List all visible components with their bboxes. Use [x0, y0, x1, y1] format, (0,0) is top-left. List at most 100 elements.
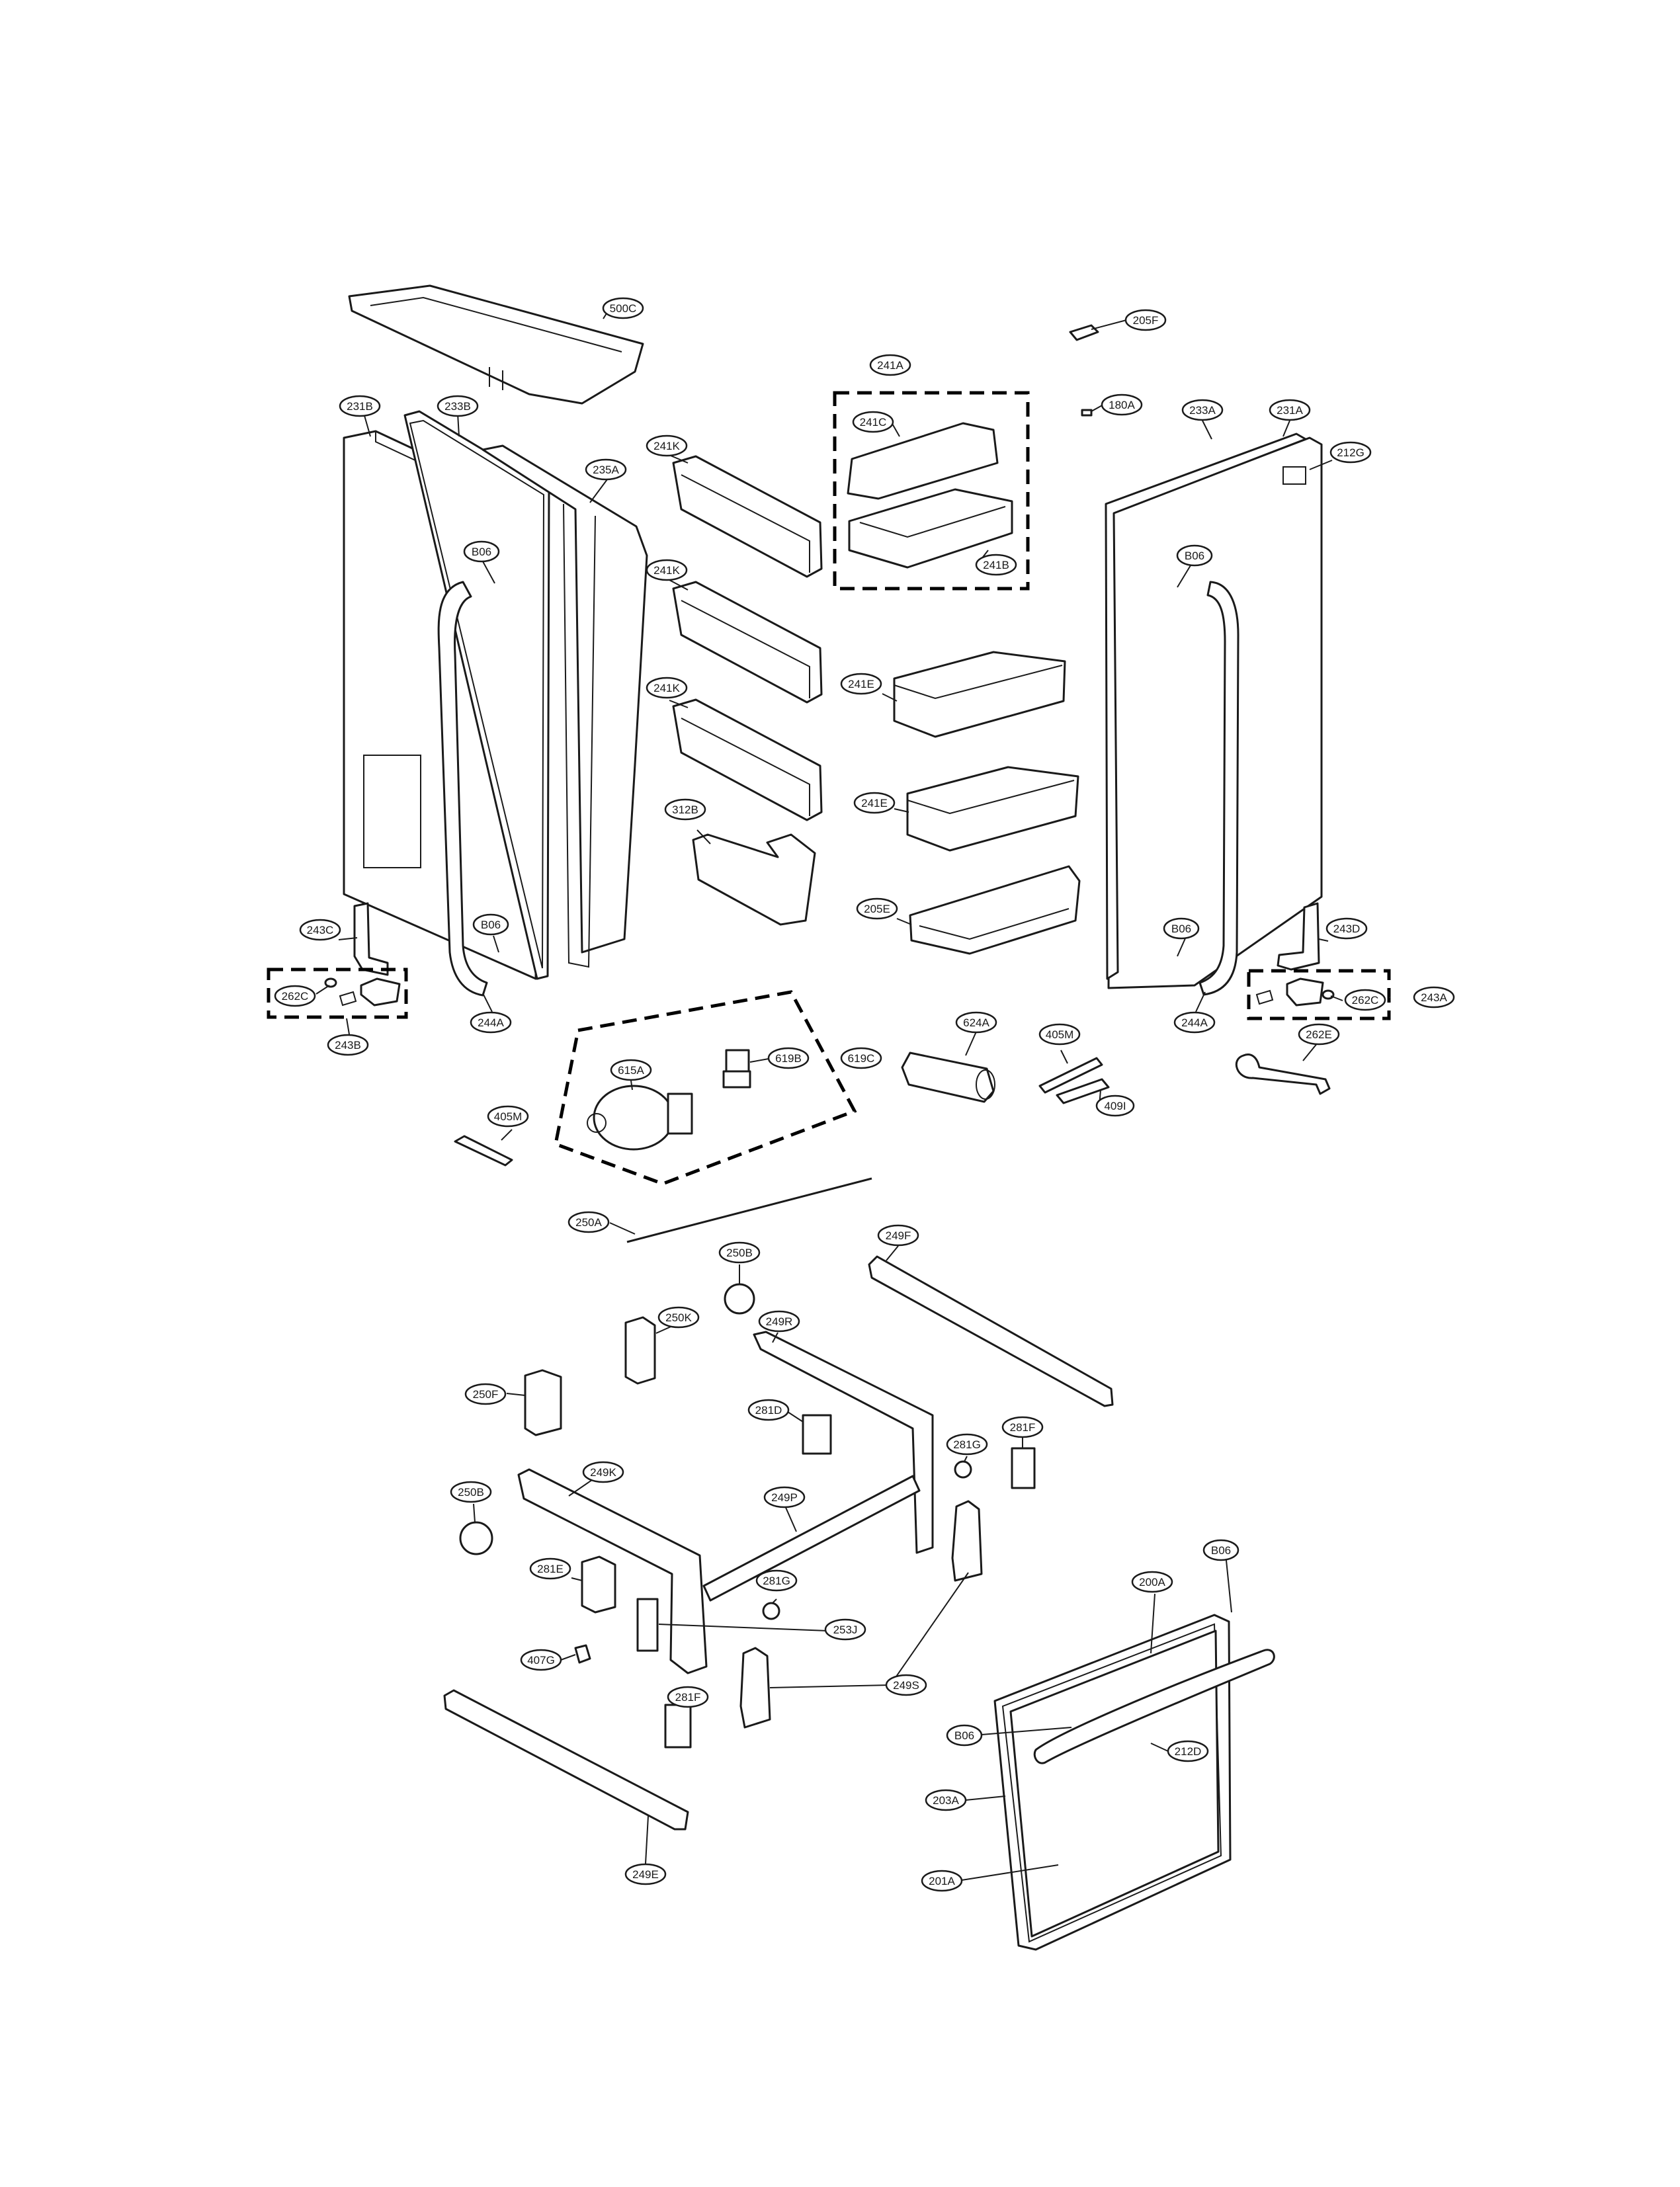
- part-253j-latch: [636, 1598, 659, 1652]
- callout-243d: 243D: [1325, 917, 1368, 940]
- svg-text:249R: 249R: [766, 1315, 793, 1328]
- svg-text:B06: B06: [481, 919, 501, 931]
- callout-250a: 250A: [567, 1211, 610, 1233]
- part-249k-frame: [517, 1468, 708, 1674]
- svg-text:281F: 281F: [675, 1691, 701, 1704]
- svg-text:249F: 249F: [886, 1229, 911, 1242]
- part-281g-cap-right: [954, 1460, 972, 1479]
- callout-249f: 249F: [877, 1224, 919, 1247]
- part-231a-right-door: [1107, 436, 1323, 989]
- part-249s-hinge-right: [951, 1500, 983, 1582]
- svg-text:243B: 243B: [335, 1039, 361, 1052]
- part-281e-block: [581, 1555, 616, 1614]
- svg-text:180A: 180A: [1109, 399, 1135, 411]
- callout-b06-2: B06: [1176, 544, 1213, 567]
- svg-text:241E: 241E: [861, 797, 888, 809]
- callout-407g: 407G: [520, 1649, 562, 1671]
- svg-text:212G: 212G: [1337, 446, 1365, 459]
- part-205f: [1069, 324, 1099, 341]
- svg-text:B06: B06: [1211, 1544, 1231, 1557]
- callout-262e: 262E: [1298, 1023, 1340, 1046]
- svg-text:250B: 250B: [726, 1247, 753, 1259]
- svg-text:243A: 243A: [1421, 991, 1447, 1004]
- svg-text:249E: 249E: [632, 1868, 659, 1881]
- svg-text:312B: 312B: [672, 804, 698, 816]
- callout-249s: 249S: [885, 1674, 927, 1696]
- part-281d-block: [802, 1414, 832, 1455]
- part-241c-bin-cover: [847, 422, 999, 500]
- part-241k-door-bin-3: [672, 698, 823, 821]
- callout-249e: 249E: [624, 1863, 667, 1885]
- callout-312b: 312B: [664, 798, 706, 821]
- part-262e-wrench: [1235, 1053, 1331, 1095]
- svg-text:241B: 241B: [983, 559, 1009, 571]
- callout-250f: 250F: [464, 1383, 507, 1405]
- svg-text:244A: 244A: [478, 1016, 504, 1029]
- svg-text:231A: 231A: [1277, 404, 1303, 417]
- part-212d-drawer-handle: [1033, 1649, 1275, 1764]
- part-243b-shim: [339, 991, 357, 1007]
- part-250b-gear-top: [724, 1283, 755, 1315]
- callout-281d: 281D: [747, 1399, 790, 1421]
- group-241a-box: [833, 391, 1030, 591]
- part-233b-left-gasket: [403, 410, 550, 980]
- part-281f-block-left: [664, 1704, 692, 1749]
- svg-text:262C: 262C: [1352, 994, 1379, 1007]
- svg-text:619B: 619B: [775, 1052, 802, 1065]
- callout-281f-right: 281F: [1001, 1416, 1044, 1438]
- callout-249r: 249R: [758, 1310, 800, 1333]
- callout-250k: 250K: [657, 1306, 700, 1329]
- svg-text:405M: 405M: [1046, 1028, 1074, 1041]
- part-249p-crossbar: [702, 1475, 921, 1602]
- part-409i-trim: [1056, 1078, 1110, 1104]
- callout-231b: 231B: [339, 395, 381, 417]
- callout-241k-2: 241K: [646, 559, 688, 581]
- callout-249k: 249K: [582, 1461, 624, 1483]
- callout-243b: 243B: [327, 1034, 369, 1056]
- callout-235a: 235A: [585, 458, 627, 481]
- group-243a-box: [1247, 969, 1391, 1020]
- svg-text:253J: 253J: [833, 1624, 858, 1636]
- callout-281e: 281E: [529, 1557, 571, 1580]
- part-235a-left-inner-door: [482, 444, 648, 968]
- svg-text:B06: B06: [1171, 923, 1191, 935]
- part-241e-bin-2: [906, 766, 1079, 852]
- callout-241a: 241A: [869, 354, 911, 376]
- svg-text:250K: 250K: [665, 1311, 692, 1324]
- callout-244a-left: 244A: [470, 1011, 512, 1034]
- part-262c-washer-left: [324, 977, 337, 988]
- callout-244a-right: 244A: [1173, 1011, 1216, 1034]
- svg-text:281D: 281D: [755, 1404, 782, 1417]
- callout-231a: 231A: [1269, 399, 1311, 421]
- svg-text:262C: 262C: [282, 990, 309, 1003]
- callout-619b: 619B: [767, 1047, 810, 1069]
- svg-text:243C: 243C: [307, 924, 334, 936]
- svg-text:235A: 235A: [593, 464, 619, 476]
- callout-203a: 203A: [925, 1789, 967, 1811]
- part-262c-washer-right: [1322, 989, 1335, 1000]
- part-249f-rail: [868, 1255, 1114, 1407]
- callout-253j: 253J: [824, 1618, 866, 1641]
- svg-text:233B: 233B: [444, 400, 471, 413]
- svg-text:243D: 243D: [1333, 923, 1361, 935]
- svg-text:619C: 619C: [848, 1052, 875, 1065]
- svg-text:203A: 203A: [933, 1794, 959, 1807]
- callout-243c: 243C: [299, 919, 341, 941]
- svg-text:249K: 249K: [590, 1466, 616, 1479]
- part-250a-rod: [626, 1177, 872, 1243]
- part-243b-hinge: [360, 977, 401, 1007]
- part-243a-shim: [1255, 989, 1274, 1005]
- part-405m-trim-left: [454, 1135, 513, 1167]
- svg-text:281F: 281F: [1010, 1421, 1036, 1434]
- part-250k-cover: [624, 1316, 656, 1385]
- svg-text:241K: 241K: [653, 682, 680, 694]
- svg-text:B06: B06: [1185, 550, 1204, 562]
- callout-205e: 205E: [856, 897, 898, 920]
- svg-text:500C: 500C: [610, 302, 637, 315]
- callout-b06-5: B06: [1202, 1539, 1239, 1561]
- svg-text:233A: 233A: [1189, 404, 1216, 417]
- svg-text:205E: 205E: [864, 903, 890, 915]
- part-241k-door-bin-1: [672, 455, 823, 578]
- callout-b06-4: B06: [1163, 917, 1200, 940]
- svg-text:405M: 405M: [494, 1110, 523, 1123]
